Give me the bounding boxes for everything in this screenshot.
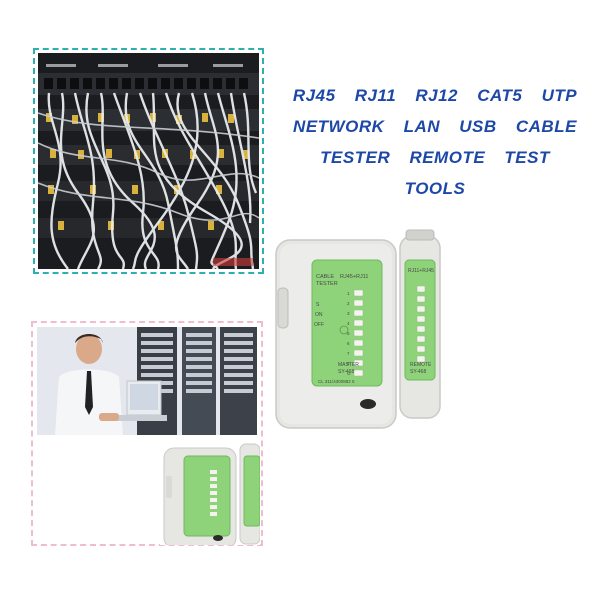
cable-tester-illustration: CABLE TESTER RJ45+RJ11 S ON OFF MASTER S… — [275, 229, 441, 429]
cable-tester-device: CABLE TESTER RJ45+RJ11 S ON OFF MASTER S… — [272, 226, 444, 432]
led-number: 5 — [347, 331, 350, 336]
tester-closeup-illustration — [160, 440, 260, 545]
device-port-label: RJ45+RJ11 — [340, 274, 368, 280]
led-number: 7 — [347, 351, 350, 356]
photo-frame-bottom — [31, 321, 263, 546]
switch-off-label: OFF — [314, 322, 324, 328]
tester-closeup-photo — [160, 440, 260, 545]
master-label: MASTER — [338, 362, 359, 368]
patch-panel-illustration — [38, 53, 259, 269]
led-number: 1 — [347, 291, 350, 296]
photo-frame-top — [33, 48, 264, 274]
remote-label: REMOTE — [410, 362, 432, 368]
title-line-1: RJ45 RJ11 RJ12 CAT5 UTP — [292, 86, 578, 105]
datacenter-illustration — [37, 327, 257, 435]
led-number: 6 — [347, 341, 350, 346]
patch-panel-photo — [38, 53, 259, 269]
switch-on-label: ON — [315, 312, 323, 318]
datacenter-photo — [37, 327, 257, 435]
product-title: RJ45 RJ11 RJ12 CAT5 UTP NETWORK LAN USB … — [285, 80, 585, 204]
led-number: 2 — [347, 301, 350, 306]
master-model: SY-468 — [338, 369, 354, 375]
title-line-3: TESTER REMOTE TEST TOOLS — [320, 148, 550, 198]
switch-s-label: S — [316, 302, 320, 308]
led-number: G — [347, 371, 351, 376]
led-number: 8 — [347, 361, 350, 366]
led-number: 4 — [347, 321, 350, 326]
device-cable-label: CABLE — [316, 274, 334, 280]
led-number: 3 — [347, 311, 350, 316]
remote-model: SY-468 — [410, 369, 426, 375]
title-line-2: NETWORK LAN USB CABLE — [293, 117, 577, 136]
serial-number: CL 311/4300882 5 — [318, 379, 355, 384]
remote-port-label: RJ11+RJ45 — [408, 268, 434, 274]
device-tester-label: TESTER — [316, 281, 338, 287]
